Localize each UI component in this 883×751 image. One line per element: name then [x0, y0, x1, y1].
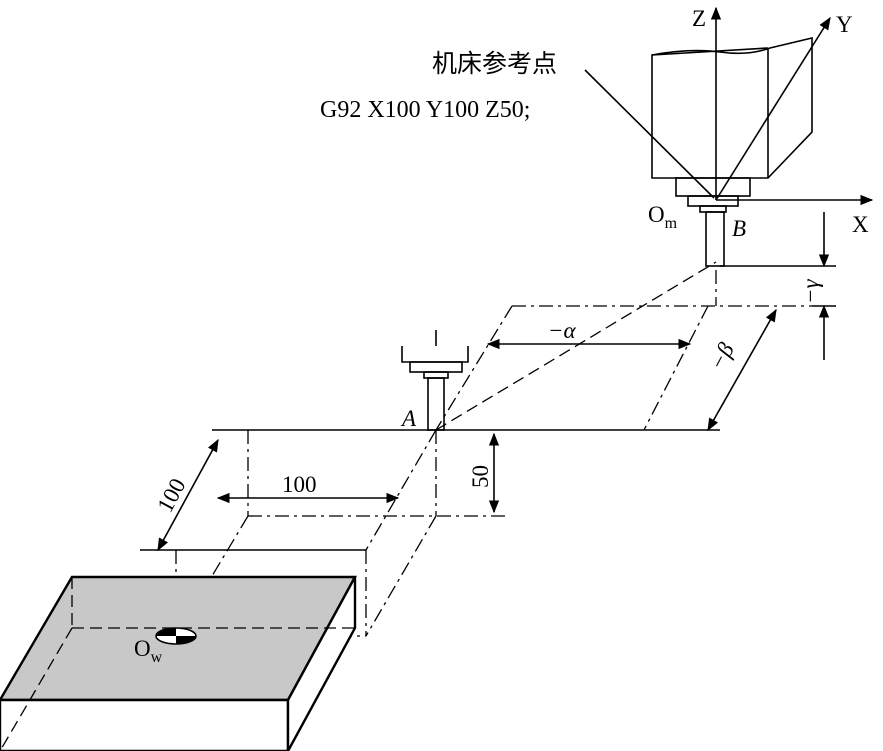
- origin-machine-label: Om: [648, 202, 678, 232]
- dim-x-label: 100: [282, 472, 317, 497]
- upper-plane: [212, 270, 812, 431]
- command-label: G92 X100 Y100 Z50;: [320, 97, 530, 123]
- a-to-b-line: [435, 261, 717, 431]
- axis-x-label: X: [852, 212, 869, 237]
- ref-point-label: 机床参考点: [432, 49, 557, 78]
- origin-work-label: Ow: [134, 636, 163, 666]
- dim-z-label: 50: [468, 465, 493, 488]
- machine-axes: [710, 6, 874, 206]
- dim-alpha-label: −α: [548, 318, 577, 343]
- work-origin-marker: [155, 627, 197, 645]
- dim-beta: [707, 308, 777, 432]
- dim-beta-label: −β: [704, 338, 739, 374]
- dim-y-label: 100: [152, 474, 190, 516]
- dim-gamma-label: −γ: [798, 278, 823, 304]
- dim-y: [157, 438, 219, 552]
- ref-point-leader: [584, 69, 715, 199]
- axis-z-label: Z: [692, 6, 706, 31]
- workpiece-block: [0, 575, 358, 751]
- point-b-label: B: [732, 216, 746, 241]
- dim-gamma: [720, 212, 836, 360]
- point-a-label: A: [400, 406, 417, 431]
- axis-y-label: Y: [836, 12, 853, 37]
